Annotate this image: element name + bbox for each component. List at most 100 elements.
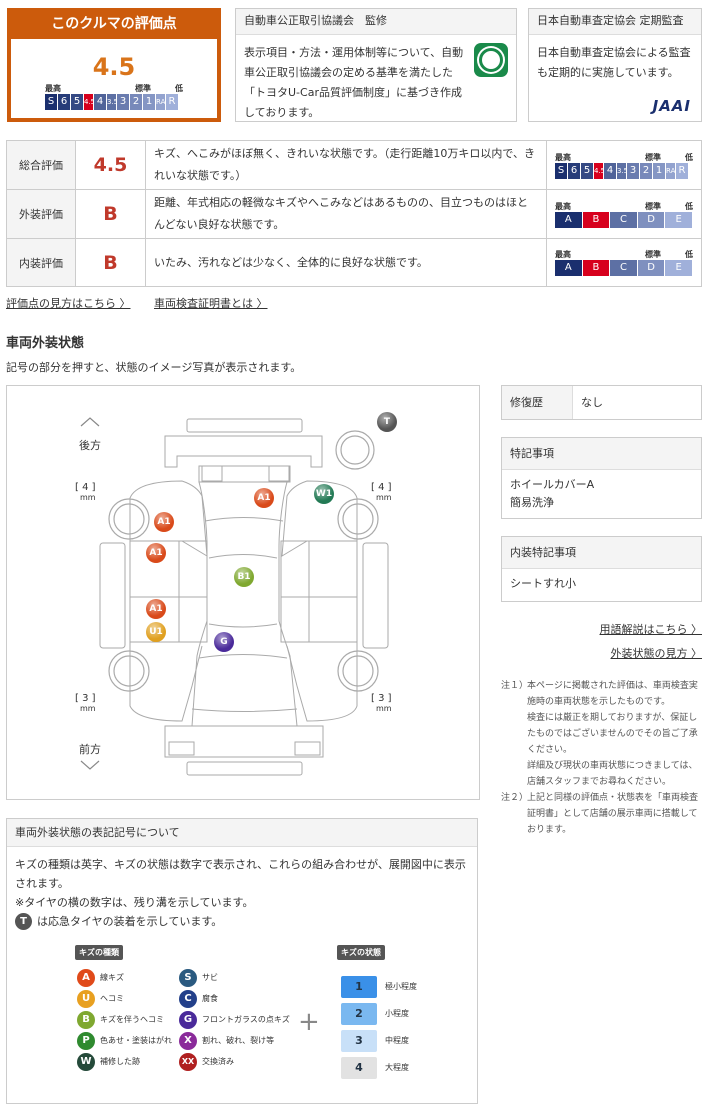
- spare-tire-icon: T: [15, 913, 32, 930]
- damage-state-label: 大程度: [385, 1063, 409, 1072]
- damage-type-label: 線キズ: [100, 973, 124, 982]
- damage-type-label: ヘコミ: [100, 994, 124, 1003]
- terms-link[interactable]: 用語解説はこちら 〉: [599, 623, 703, 636]
- label-low: 低: [685, 152, 693, 162]
- notes: 注１）本ページに掲載された評価は、車両検査実施時の車両状態を示したものです。検査…: [501, 678, 701, 838]
- label-standard: 標準: [135, 84, 151, 93]
- legend-panel: 車両外装状態の表記記号について キズの種類は英字、キズの状態は数字で表示され、こ…: [6, 818, 478, 1104]
- damage-marker[interactable]: A1: [146, 599, 166, 619]
- rating-text: いたみ、汚れなどは少なく、全体的に良好な状態です。: [145, 238, 547, 287]
- damage-type-icon: S: [179, 968, 197, 987]
- label-standard: 標準: [645, 250, 661, 259]
- score-box-title: このクルマの評価点: [11, 12, 217, 39]
- exterior-heading: 車両外装状態: [6, 336, 85, 351]
- damage-marker[interactable]: A1: [254, 488, 274, 508]
- scale-cell: S: [555, 162, 567, 179]
- interior-note-item: シートすれ小: [510, 577, 576, 590]
- damage-type-icon: C: [179, 989, 197, 1008]
- scale-cell: R: [676, 162, 688, 179]
- damage-type-item: A 線キズ: [77, 967, 177, 988]
- ratings-table: 総合評価 4.5 キズ、へこみがほぼ無く、きれいな状態です。（走行距離10万キロ…: [6, 140, 702, 287]
- damage-marker[interactable]: A1: [154, 512, 174, 532]
- scale-cell: 5: [71, 94, 83, 110]
- damage-marker[interactable]: W1: [314, 484, 334, 504]
- interior-notes-panel: 内装特記事項 シートすれ小: [501, 536, 702, 602]
- scale-cell: E: [665, 260, 692, 276]
- jaai-card: 日本自動車査定協会 定期監査 日本自動車査定協会による監査も定期的に実施していま…: [528, 8, 702, 122]
- scale-cell: 4.5: [84, 94, 95, 110]
- note1-line: 本ページに掲載された評価は、車両検査実施時の車両状態を示したものです。: [527, 681, 698, 707]
- scale-cell: C: [610, 260, 637, 276]
- jada-card: 自動車公正取引協議会 監修 表示項目・方法・運用体制等について、自動車公正取引協…: [235, 8, 517, 122]
- interior-notes-title: 内装特記事項: [502, 537, 701, 569]
- scale-cell: D: [637, 211, 665, 228]
- label-best: 最高: [555, 250, 571, 259]
- scale-cell: 6: [568, 162, 580, 179]
- scale-cell: RA: [156, 94, 165, 110]
- scale-cell: RA: [666, 162, 675, 179]
- damage-state-badge: 1: [341, 975, 377, 998]
- scale-labels: 最高標準低: [45, 83, 183, 94]
- special-note-item: ホイールカバーA: [510, 478, 595, 491]
- damage-state-label: 小程度: [385, 1009, 409, 1018]
- jaai-body: 日本自動車査定協会による監査も定期的に実施しています。: [537, 46, 691, 79]
- exterior-subtitle: 記号の部分を押すと、状態のイメージ写真が表示されます。: [6, 361, 302, 374]
- damage-state-badge: 4: [341, 1056, 377, 1079]
- damage-type-label: 割れ、破れ、裂け等: [202, 1036, 275, 1045]
- evaluation-guide-link[interactable]: 評価点の見方はこちら 〉: [6, 297, 131, 310]
- damage-state-item: 2 小程度: [341, 1000, 417, 1027]
- scale-cell: 4: [94, 94, 106, 110]
- damage-marker[interactable]: U1: [146, 622, 166, 642]
- damage-state-label: 極小程度: [385, 982, 417, 991]
- legend-title: 車両外装状態の表記記号について: [7, 819, 477, 847]
- damage-state-badge: 3: [341, 1029, 377, 1052]
- front-label: 前方: [79, 743, 101, 756]
- rating-grade: B: [75, 238, 146, 287]
- damage-state-badge: 2: [341, 1002, 377, 1025]
- damage-marker[interactable]: G: [214, 632, 234, 652]
- note2-text: 上記と同様の評価点・状態表を「車両検査証明書」として店舗の展示車両に搭載しており…: [527, 793, 699, 835]
- legend-line1: キズの種類は英字、キズの状態は数字で表示され、これらの組み合わせが、展開図中に表…: [15, 858, 466, 890]
- scale-cell: 3: [117, 94, 129, 110]
- label-low: 低: [685, 250, 693, 259]
- damage-marker[interactable]: T: [377, 412, 397, 432]
- damage-type-icon: A: [77, 968, 95, 987]
- certificate-link[interactable]: 車両検査証明書とは 〉: [154, 297, 268, 310]
- scale-cell: C: [610, 211, 637, 228]
- jada-title: 自動車公正取引協議会 監修: [236, 9, 516, 35]
- damage-type-label: フロントガラスの点キズ: [202, 1015, 290, 1024]
- chevron-down-icon: [80, 760, 100, 770]
- rating-label: 内装評価: [6, 238, 76, 287]
- damage-marker[interactable]: B1: [234, 567, 254, 587]
- rating-text: キズ、へこみがほぼ無く、きれいな状態です。（走行距離10万キロ以内で、きれいな状…: [145, 140, 547, 190]
- scale-cell: 5: [581, 162, 593, 179]
- jada-body: 表示項目・方法・運用体制等について、自動車公正取引協議会の定める基準を満たした「…: [244, 46, 464, 119]
- rating-row: 総合評価 4.5 キズ、へこみがほぼ無く、きれいな状態です。（走行距離10万キロ…: [6, 140, 702, 190]
- repair-history-value: なし: [581, 396, 603, 409]
- label-standard: 標準: [645, 201, 661, 211]
- label-low: 低: [175, 84, 183, 93]
- scale-cell: A: [555, 260, 582, 276]
- rating-label: 外装評価: [6, 189, 76, 239]
- exterior-guide-link[interactable]: 外装状態の見方 〉: [610, 647, 703, 660]
- jaai-title: 日本自動車査定協会 定期監査: [529, 9, 701, 35]
- scale-cell: S: [45, 94, 57, 110]
- chevron-up-icon: [80, 417, 100, 427]
- label-standard: 標準: [645, 152, 661, 162]
- special-notes-title: 特記事項: [502, 438, 701, 470]
- damage-marker[interactable]: A1: [146, 543, 166, 563]
- overall-score: 4.5: [92, 53, 136, 81]
- damage-type-icon: XX: [179, 1052, 197, 1071]
- rear-label: 後方: [79, 439, 101, 452]
